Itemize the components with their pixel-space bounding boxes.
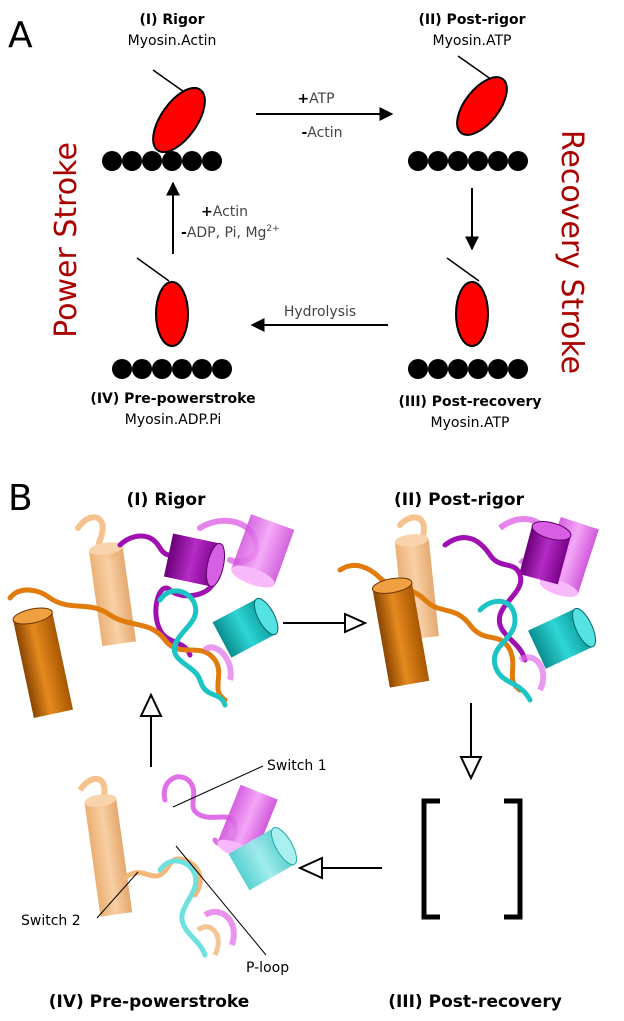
switch2-label: Switch 2 <box>21 913 81 929</box>
rigor-actin-filament <box>102 151 222 171</box>
iv-i-label1: Actin <box>213 204 248 220</box>
post-rigor-title: (II) Post-rigor <box>418 12 525 28</box>
i-ii-sign1: + <box>297 91 309 107</box>
b-arrow-rigor-to-post-rigor <box>283 612 368 634</box>
pre-powerstroke-complex: Myosin.ADP.Pi <box>125 412 222 428</box>
iv-i-label-top: +Actin <box>201 204 248 220</box>
annotation-lines <box>96 765 267 956</box>
i-ii-label1: ATP <box>309 91 334 107</box>
iv-i-sign2: - <box>181 225 187 241</box>
i-ii-sign2: - <box>301 125 307 141</box>
iv-i-sign1: + <box>201 204 213 220</box>
post-rigor-complex: Myosin.ATP <box>433 33 512 49</box>
post-rigor-structure <box>337 514 599 703</box>
b-pre-powerstroke-title: (IV) Pre-powerstroke <box>49 992 250 1012</box>
rigor-complex: Myosin.Actin <box>128 33 217 49</box>
b-post-rigor-title: (II) Post-rigor <box>394 490 525 510</box>
rigor-myosin-head <box>152 69 206 154</box>
ploop-label: P-loop <box>246 960 289 976</box>
post-recovery-myosin-head <box>446 257 489 347</box>
rigor-title: (I) Rigor <box>139 12 204 28</box>
pre-powerstroke-structure <box>77 774 298 958</box>
post-recovery-title: (III) Post-recovery <box>399 394 542 410</box>
panel-a-letter: A <box>8 15 33 56</box>
i-ii-label2: Actin <box>307 125 342 141</box>
post-rigor-myosin-head <box>456 55 508 136</box>
b-rigor-title: (I) Rigor <box>127 490 207 510</box>
recovery-stroke-label: Recovery Stroke <box>554 130 589 374</box>
b-arrow-post-rigor-to-post-recovery <box>459 703 483 781</box>
b-arrow-pre-powerstroke-to-rigor <box>139 692 163 767</box>
rigor-structure <box>7 514 295 718</box>
post-recovery-actin-filament <box>408 359 528 379</box>
panel-b-letter: B <box>8 478 33 519</box>
hydrolysis-label: Hydrolysis <box>284 304 356 320</box>
iv-i-label-bottom: -ADP, Pi, Mg2+ <box>181 224 280 241</box>
i-ii-label-top: +ATP <box>297 91 334 107</box>
pre-powerstroke-myosin-head <box>136 257 189 347</box>
i-ii-label-bottom: -Actin <box>301 125 342 141</box>
switch1-label: Switch 1 <box>267 758 327 774</box>
iv-i-label2: ADP, Pi, Mg <box>187 225 267 241</box>
b-arrow-post-recovery-to-pre-powerstroke <box>297 856 382 880</box>
pre-powerstroke-title: (IV) Pre-powerstroke <box>90 391 255 407</box>
post-rigor-actin-filament <box>408 151 528 171</box>
post-recovery-brackets <box>421 798 523 920</box>
pre-powerstroke-actin-filament <box>112 359 232 379</box>
b-post-recovery-title: (III) Post-recovery <box>388 992 562 1012</box>
iv-i-superscript: 2+ <box>266 224 279 234</box>
post-recovery-complex: Myosin.ATP <box>431 415 510 431</box>
power-stroke-label: Power Stroke <box>49 142 84 338</box>
